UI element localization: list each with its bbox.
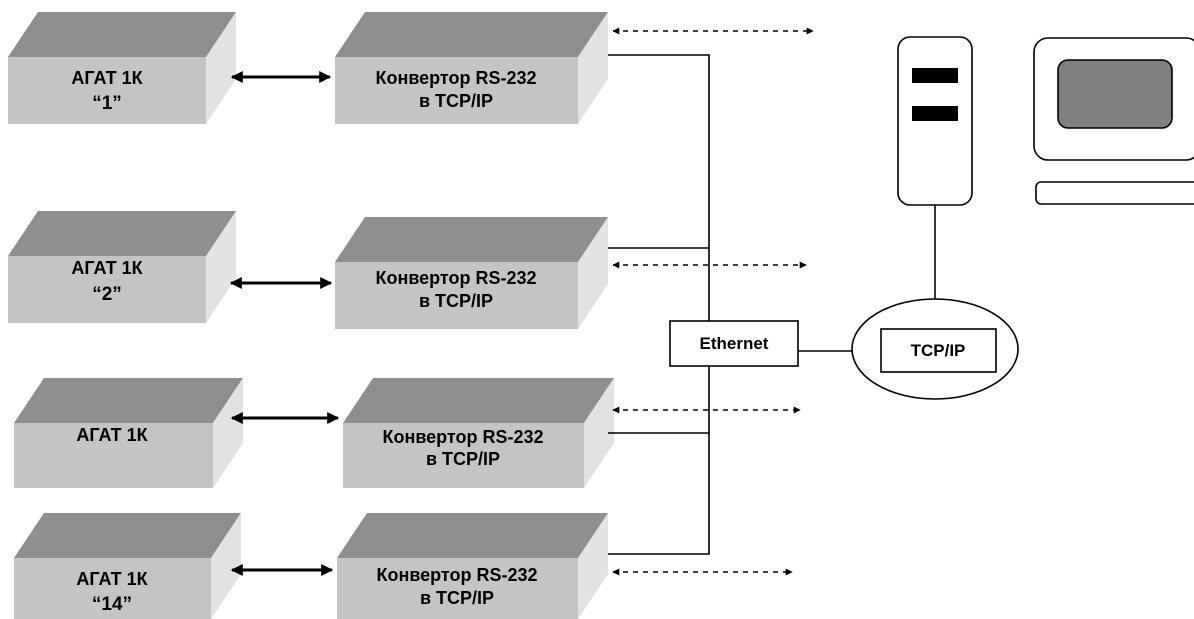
device-label-1: АГАТ 1К [71, 68, 143, 88]
device-number-2: “2” [92, 284, 122, 305]
converter-sublabel-3: в TCP/IP [426, 449, 500, 469]
ethernet-label: Ethernet [700, 334, 769, 353]
device-label-4: АГАТ 1К [76, 569, 148, 589]
converter-label-3: Конвертор RS-232 [382, 427, 543, 447]
converter-sublabel-4: в TCP/IP [420, 588, 494, 608]
ethernet-bus [608, 54, 710, 555]
converter-box-4: Конвертор RS-232 в TCP/IP [337, 513, 608, 619]
ethernet-switch: Ethernet [669, 320, 799, 367]
device-box-2: АГАТ 1К “2” [8, 211, 236, 323]
device-box-4: АГАТ 1К “14” [14, 513, 241, 619]
converter-label-4: Конвертор RS-232 [376, 565, 537, 585]
device-number-4: “14” [92, 594, 132, 615]
device-box-3: АГАТ 1К [14, 378, 243, 488]
converter-sublabel-2: в TCP/IP [419, 291, 493, 311]
converter-label-2: Конвертор RS-232 [375, 268, 536, 288]
tcpip-label: TCP/IP [911, 341, 966, 360]
converter-box-2: Конвертор RS-232 в TCP/IP [335, 217, 608, 329]
converter-box-1: Конвертор RS-232 в TCP/IP [335, 12, 608, 124]
converter-box-3: Конвертор RS-232 в TCP/IP [343, 378, 614, 488]
device-box-1: АГАТ 1К “1” [8, 12, 236, 124]
server-icon [897, 36, 973, 206]
computer-icon [1033, 37, 1194, 205]
device-label-3: АГАТ 1К [76, 425, 148, 445]
converter-label-1: Конвертор RS-232 [375, 68, 536, 88]
device-number-1: “1” [92, 93, 122, 114]
converter-sublabel-1: в TCP/IP [419, 91, 493, 111]
tcpip-network: TCP/IP [851, 298, 1019, 400]
device-label-2: АГАТ 1К [71, 258, 143, 278]
